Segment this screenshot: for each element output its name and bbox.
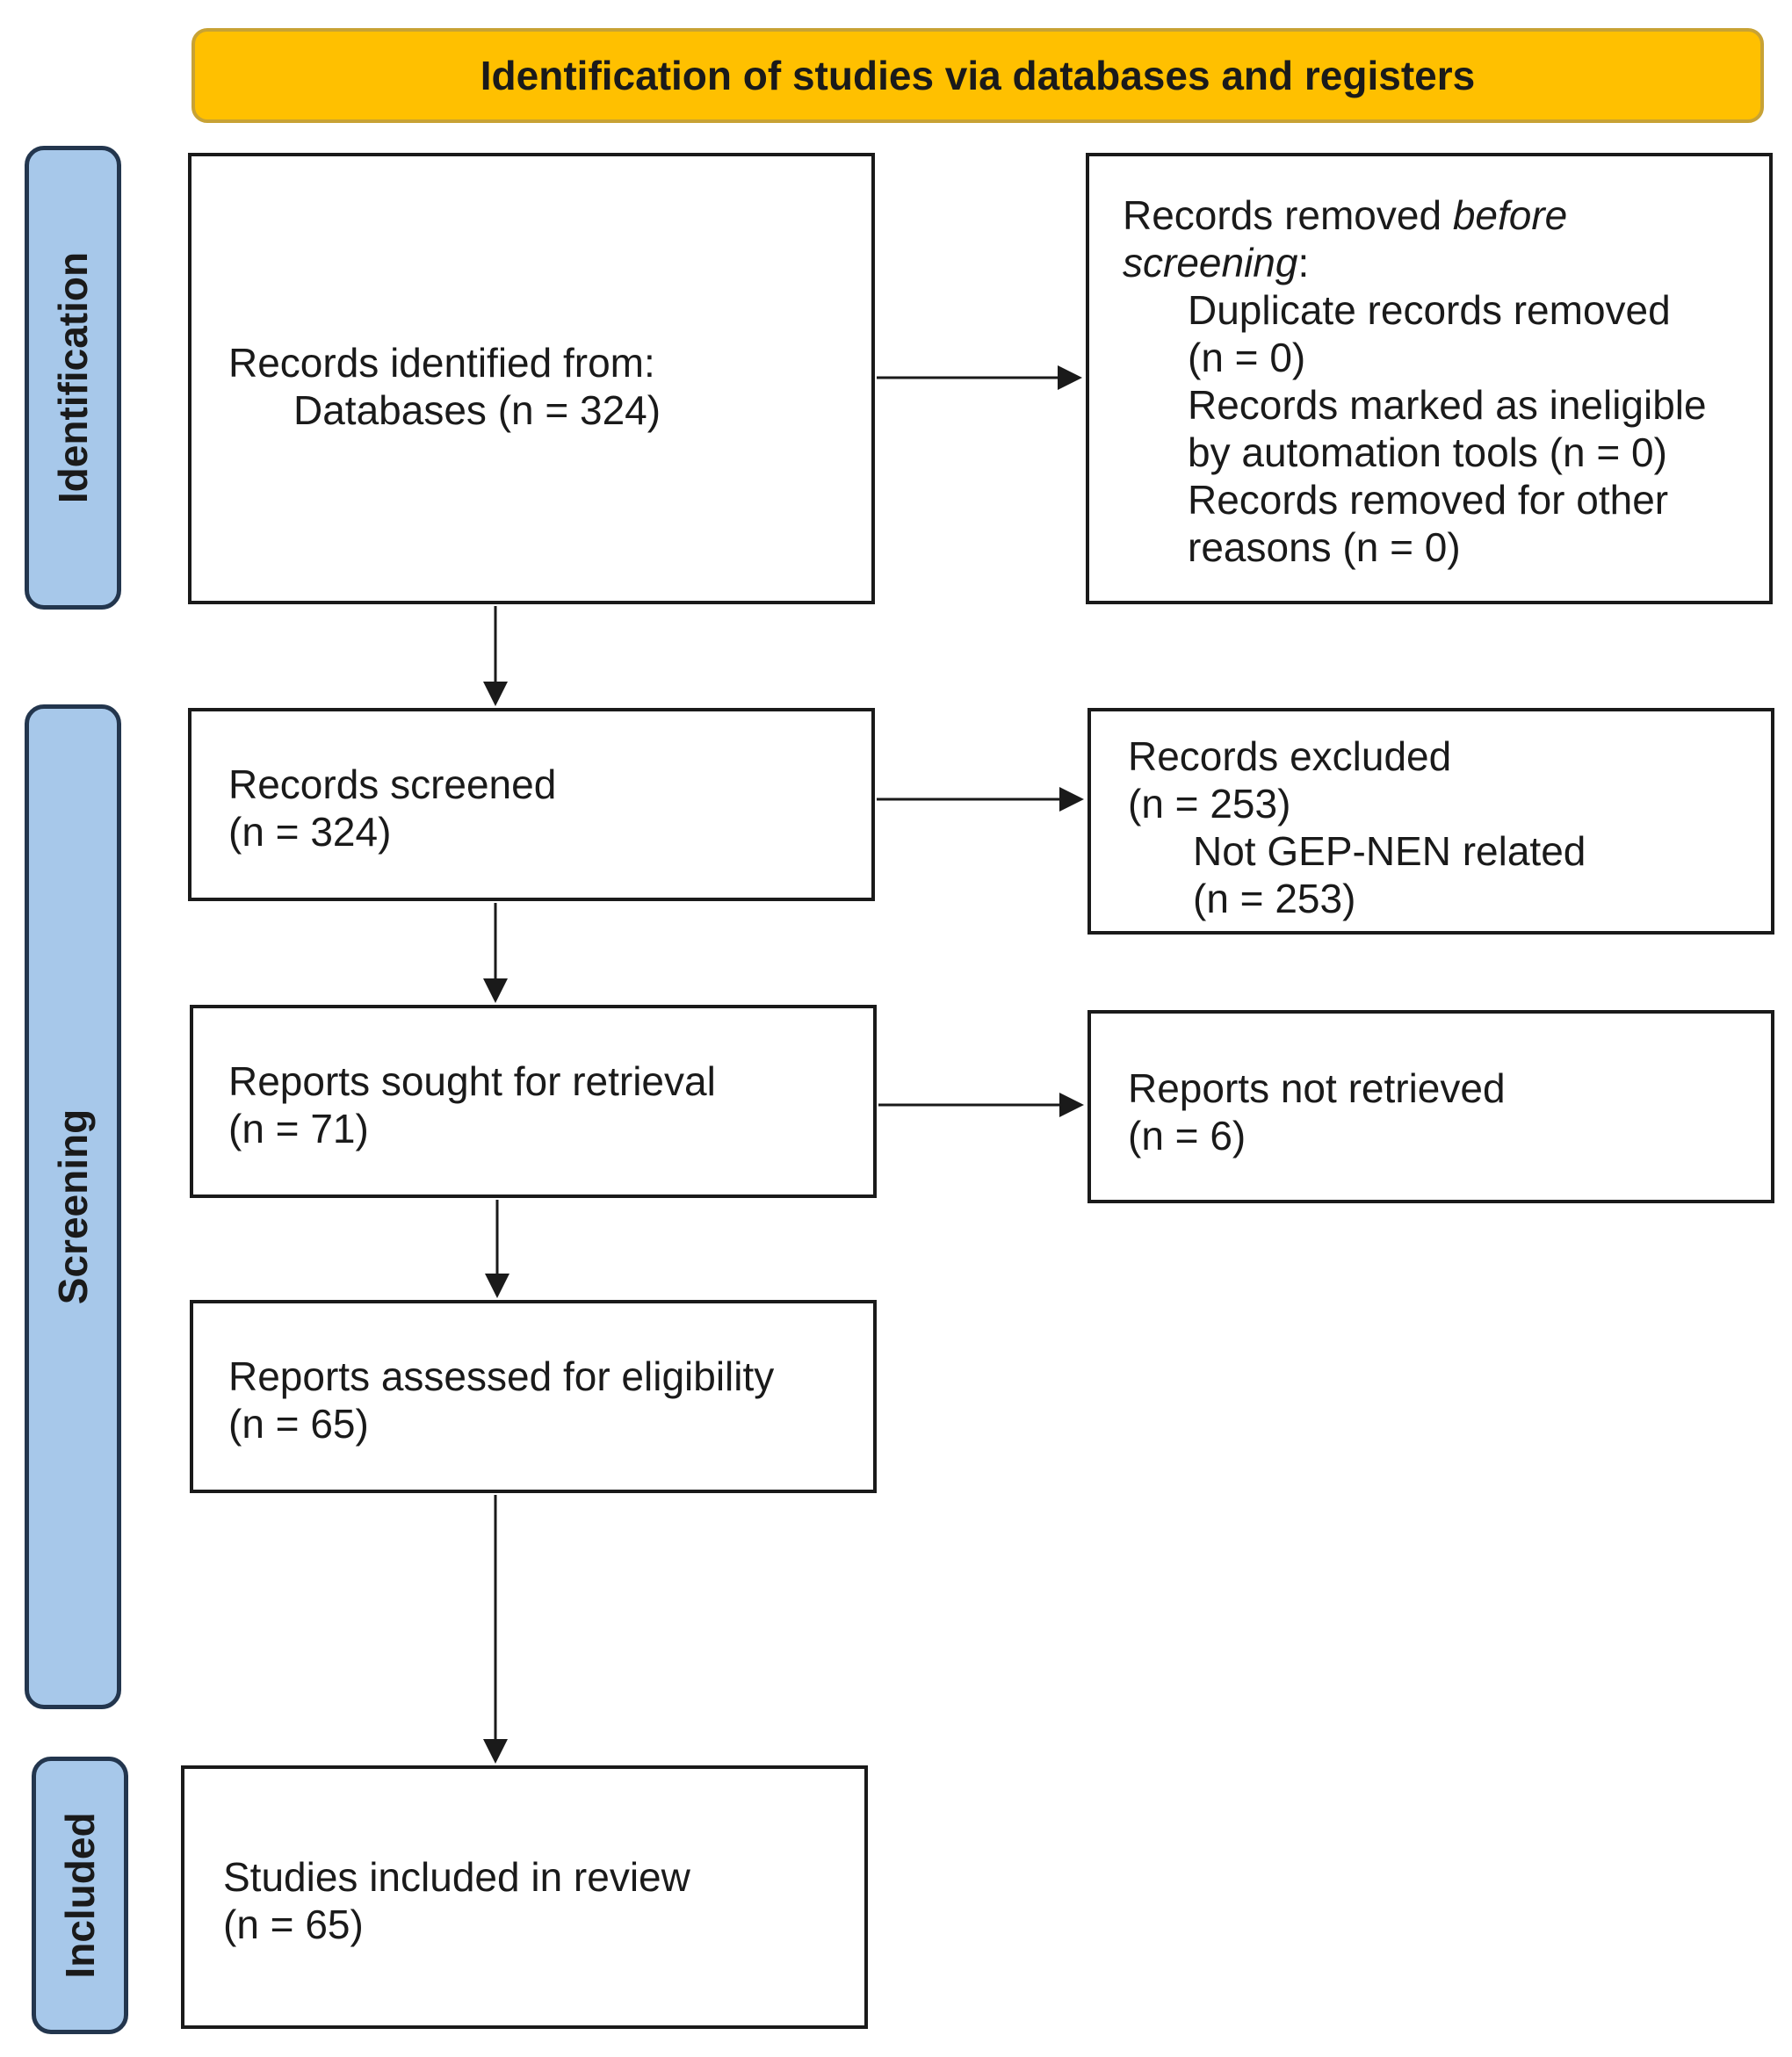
records-identified-box: Records identified from: Databases (n = … [188, 153, 875, 604]
arrowhead [1059, 787, 1084, 812]
stage-screening: Screening [25, 704, 121, 1709]
reports-not-retrieved-label: Reports not retrieved [1128, 1065, 1506, 1111]
records-screened-box: Records screened (n = 324) [188, 708, 875, 901]
records-identified-label: Records identified from: [228, 340, 655, 386]
records-removed-heading: Records removed before [1123, 192, 1568, 238]
header-banner: Identification of studies via databases … [191, 28, 1764, 123]
header-title: Identification of studies via databases … [480, 53, 1476, 98]
reports-assessed-count: (n = 65) [228, 1401, 369, 1447]
arrowhead [483, 1739, 508, 1764]
arrowhead [483, 978, 508, 1003]
records-excluded-count: (n = 253) [1128, 781, 1291, 826]
studies-included-count: (n = 65) [223, 1902, 364, 1947]
removed-item: reasons (n = 0) [1188, 524, 1461, 570]
arrowhead [485, 1274, 509, 1298]
records-removed-heading-cont: screening: [1123, 240, 1310, 285]
reports-not-retrieved-box: Reports not retrieved (n = 6) [1087, 1010, 1774, 1203]
removed-item: Records removed for other [1188, 477, 1669, 523]
removed-item: by automation tools (n = 0) [1188, 429, 1667, 475]
records-screened-label: Records screened [228, 761, 557, 807]
records-excluded-box: Records excluded (n = 253) Not GEP-NEN r… [1087, 708, 1774, 935]
records-removed-box: Records removed before screening: Duplic… [1086, 153, 1773, 604]
stage-included: Included [32, 1757, 128, 2034]
arrowhead [483, 682, 508, 706]
removed-item: Duplicate records removed [1188, 287, 1671, 333]
excluded-reason: Not GEP-NEN related [1193, 828, 1586, 874]
arrowhead [1058, 365, 1082, 390]
removed-item: Records marked as ineligible [1188, 382, 1707, 428]
studies-included-label: Studies included in review [223, 1854, 690, 1900]
studies-included-box: Studies included in review (n = 65) [181, 1765, 868, 2029]
excluded-reason-count: (n = 253) [1193, 876, 1356, 921]
reports-assessed-label: Reports assessed for eligibility [228, 1353, 775, 1399]
reports-sought-label: Reports sought for retrieval [228, 1058, 716, 1104]
stage-identification: Identification [25, 146, 121, 610]
reports-assessed-box: Reports assessed for eligibility (n = 65… [190, 1300, 877, 1493]
arrowhead [1059, 1093, 1084, 1117]
records-screened-count: (n = 324) [228, 809, 392, 855]
reports-sought-count: (n = 71) [228, 1106, 369, 1151]
databases-count: Databases (n = 324) [293, 387, 661, 433]
records-excluded-label: Records excluded [1128, 733, 1452, 779]
reports-sought-box: Reports sought for retrieval (n = 71) [190, 1005, 877, 1198]
reports-not-retrieved-count: (n = 6) [1128, 1113, 1246, 1158]
removed-item: (n = 0) [1188, 335, 1306, 380]
